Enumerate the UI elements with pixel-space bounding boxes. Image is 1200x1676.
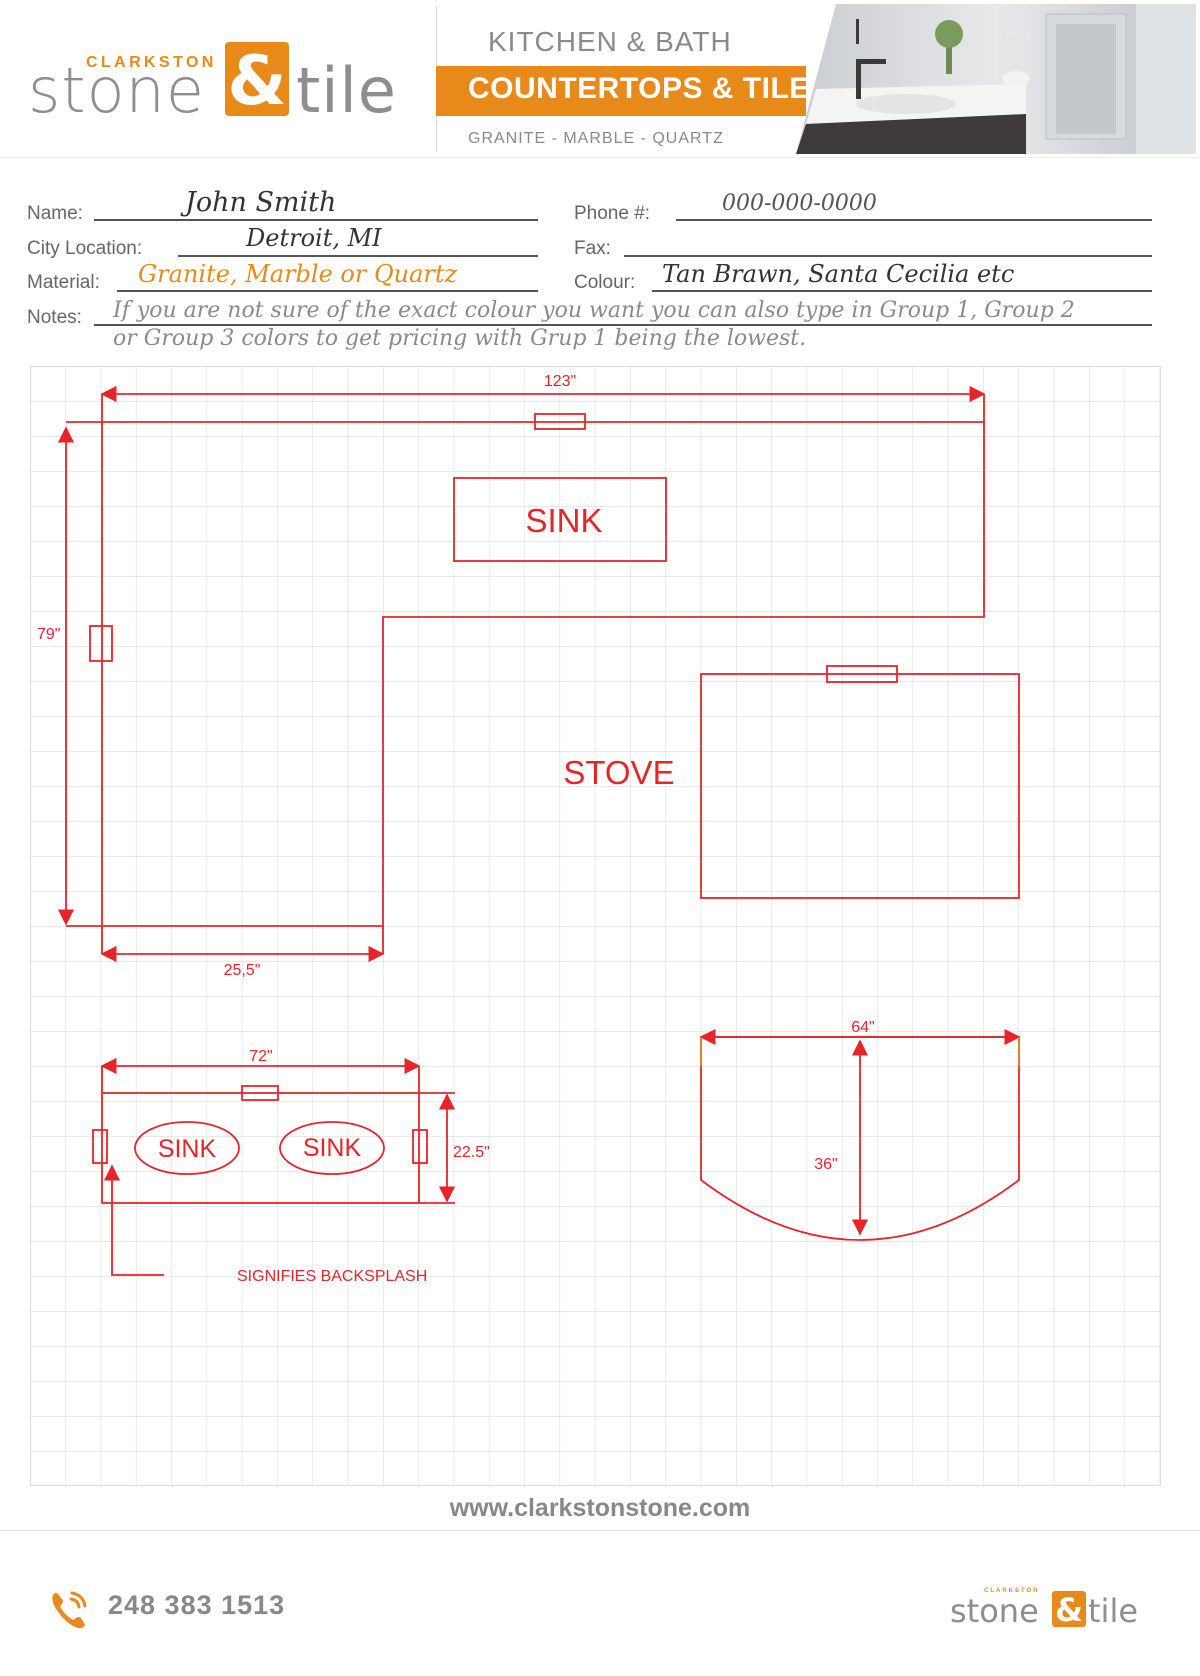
vanity-sink-b-label: SINK — [303, 1134, 362, 1162]
grid-border — [30, 366, 1161, 1486]
ampersand-icon: & — [225, 42, 289, 118]
rounded-top-outline — [700, 1036, 1020, 1241]
phone-number[interactable]: 248 383 1513 — [108, 1590, 286, 1620]
phone-underline — [676, 219, 1152, 221]
colour-label: Colour: — [574, 272, 636, 293]
phone-field[interactable]: 000-000-0000 — [722, 191, 877, 216]
bathroom-photo — [796, 4, 1196, 154]
phone-icon — [52, 1591, 87, 1629]
footer-logo-stone: stone — [950, 1592, 1039, 1630]
name-underline — [94, 219, 538, 221]
fax-label: Fax: — [574, 238, 611, 259]
name-label: Name: — [27, 203, 83, 224]
backsplash-mark-vanity-left — [92, 1129, 108, 1164]
footer-logo[interactable]: CLARKSTON stone & tile — [950, 1588, 1150, 1636]
backsplash-mark-left — [89, 625, 113, 662]
website-link[interactable]: www.clarkstonstone.com — [449, 1494, 751, 1522]
dim-label-round-depth: 36" — [814, 1156, 837, 1173]
stove-label: STOVE — [563, 754, 674, 791]
sink-cutout-main — [453, 477, 667, 562]
colour-underline — [652, 290, 1152, 292]
dim-label-top: 123" — [544, 373, 576, 390]
header: CLARKSTON stone & tile KITCHEN & BATH CO… — [0, 0, 1200, 158]
backsplash-mark-stove — [826, 665, 898, 683]
svg-text:&: & — [227, 42, 286, 118]
backsplash-mark-top — [534, 413, 586, 430]
dim-label-round-width: 64" — [851, 1019, 874, 1036]
company-logo[interactable]: CLARKSTON stone & tile — [28, 40, 428, 130]
city-field[interactable]: Detroit, MI — [246, 224, 382, 252]
svg-text:&: & — [1055, 1591, 1083, 1628]
colour-field[interactable]: Tan Brawn, Santa Cecilia etc — [662, 260, 1015, 288]
vanity-sink-a-label: SINK — [158, 1135, 217, 1163]
material-underline — [117, 290, 538, 292]
header-banner: KITCHEN & BATH COUNTERTOPS & TILE GRANIT… — [436, 0, 1200, 158]
footer-divider — [0, 1530, 1200, 1531]
notes-field-line1[interactable]: If you are not sure of the exact colour … — [113, 298, 1075, 323]
banner-materials: GRANITE - MARBLE - QUARTZ — [468, 130, 724, 147]
vanity-outline — [101, 1092, 420, 1204]
backsplash-note: SIGNIFIES BACKSPLASH — [237, 1268, 427, 1285]
notes-label: Notes: — [27, 307, 82, 328]
banner-kitchen-bath: KITCHEN & BATH — [488, 26, 732, 57]
fax-underline — [624, 255, 1152, 257]
logo-tile-text: tile — [296, 54, 397, 127]
dim-label-vanity-width: 72" — [249, 1048, 272, 1065]
backsplash-mark-vanity-top — [241, 1085, 279, 1101]
dim-label-left: 79" — [37, 626, 60, 643]
backsplash-leader-line — [103, 1164, 164, 1276]
sketch-svg: 123" 79" 25,5" SINK STOVE 72" 22.5" SINK… — [30, 366, 1161, 1486]
material-label: Material: — [27, 272, 100, 293]
notes-underline — [94, 324, 1152, 326]
stove-outline — [700, 673, 1020, 899]
phone-label: Phone #: — [574, 203, 651, 224]
banner-orange-bar — [436, 66, 806, 116]
material-field[interactable]: Granite, Marble or Quartz — [138, 260, 458, 288]
city-label: City Location: — [27, 238, 143, 259]
sketch-area: 123" 79" 25,5" SINK STOVE 72" 22.5" SINK… — [30, 366, 1161, 1486]
dim-label-bottom: 25,5" — [224, 962, 261, 979]
city-underline — [178, 255, 538, 257]
name-field[interactable]: John Smith — [185, 187, 337, 218]
footer-ampersand-icon: & — [1052, 1591, 1086, 1628]
footer-logo-tile: tile — [1088, 1592, 1139, 1630]
sink-main-label: SINK — [525, 502, 602, 539]
banner-countertops-tile: COUNTERTOPS & TILE — [468, 72, 810, 105]
dim-label-vanity-depth: 22.5" — [453, 1144, 490, 1161]
notes-field-line2[interactable]: or Group 3 colors to get pricing with Gr… — [113, 326, 807, 351]
logo-stone-text: stone — [28, 54, 205, 127]
vanity-sink-a — [134, 1121, 240, 1175]
logo-clarkston-text: CLARKSTON — [86, 54, 217, 71]
footer-logo-clarkston: CLARKSTON — [984, 1588, 1040, 1594]
vanity-sink-b — [279, 1121, 385, 1175]
backsplash-mark-vanity-right — [412, 1129, 428, 1164]
